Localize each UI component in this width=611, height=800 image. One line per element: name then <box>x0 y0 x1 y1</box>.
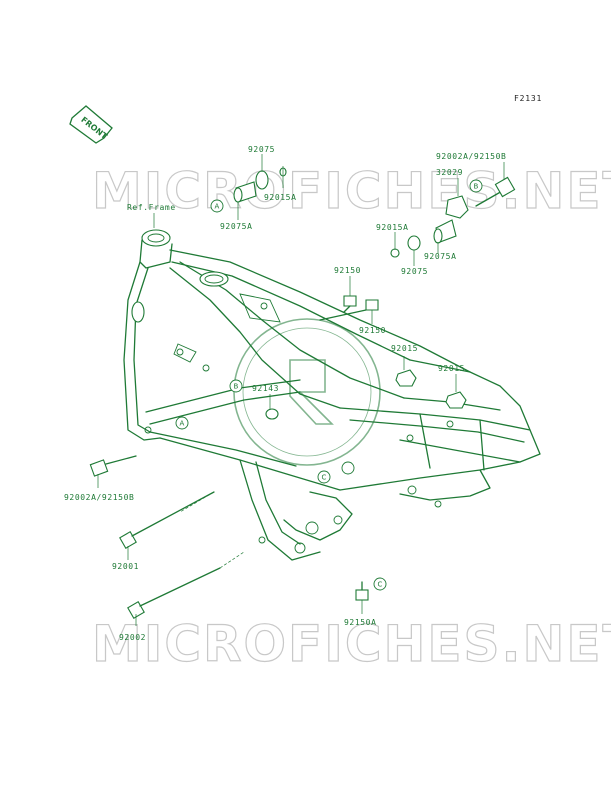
nut-92015-b <box>445 391 467 409</box>
svg-text:B: B <box>474 183 479 191</box>
svg-text:B: B <box>234 383 239 391</box>
label-92150-b: 92150 <box>359 326 386 335</box>
bolt-92150a <box>355 581 369 601</box>
label-92015-a: 92015 <box>391 344 418 353</box>
svg-text:A: A <box>215 203 220 211</box>
bolt-92150-a <box>343 295 357 313</box>
svg-text:C: C <box>322 474 327 482</box>
label-92075a-left: 92075A <box>220 222 253 231</box>
callout-c-bottom: C <box>373 577 387 591</box>
nut-92015-a <box>395 369 417 387</box>
label-92150a: 92150A <box>344 618 377 627</box>
bushing-92075-top <box>233 167 287 203</box>
label-ref-frame: Ref.Frame <box>127 203 176 212</box>
watermark-bottom: MICROFICHES.NET <box>92 615 611 673</box>
motorcycle-frame <box>123 229 541 561</box>
svg-text:C: C <box>378 581 383 589</box>
bolt-92150-b <box>319 299 379 321</box>
label-92002a-92150b-top: 92002A/92150B <box>436 152 506 161</box>
front-arrow-icon: FRONT <box>69 105 113 144</box>
label-92075-right: 92075 <box>401 267 428 276</box>
bushing-92075-right <box>390 219 457 258</box>
callout-c-frame: C <box>317 470 331 484</box>
label-92015-b: 92015 <box>438 364 465 373</box>
bolt-92002a-left <box>89 455 137 477</box>
callout-b-top: B <box>469 179 483 193</box>
bolt-92001 <box>119 491 215 549</box>
label-92015a-top: 92015A <box>264 193 297 202</box>
label-92002: 92002 <box>119 633 146 642</box>
label-92002a-92150b-left: 92002A/92150B <box>64 493 134 502</box>
watermark-top: MICROFICHES.NET <box>92 162 611 220</box>
label-92075a-right: 92075A <box>424 252 457 261</box>
label-92015a-mid: 92015A <box>376 223 409 232</box>
nut-92143 <box>265 408 279 420</box>
label-92075: 92075 <box>248 145 275 154</box>
bolt-92002a-top <box>475 176 516 207</box>
bracket-32029 <box>445 195 469 219</box>
label-92001: 92001 <box>112 562 139 571</box>
callout-a-top: A <box>210 199 224 213</box>
svg-text:A: A <box>180 420 185 428</box>
label-92143: 92143 <box>252 384 279 393</box>
callout-a-frame: A <box>175 416 189 430</box>
bolt-92002 <box>127 567 221 619</box>
leader-lines <box>97 154 505 626</box>
callout-b-frame: B <box>229 379 243 393</box>
label-92150-a: 92150 <box>334 266 361 275</box>
diagram-code: F2131 <box>514 94 542 103</box>
label-32029: 32029 <box>436 168 463 177</box>
